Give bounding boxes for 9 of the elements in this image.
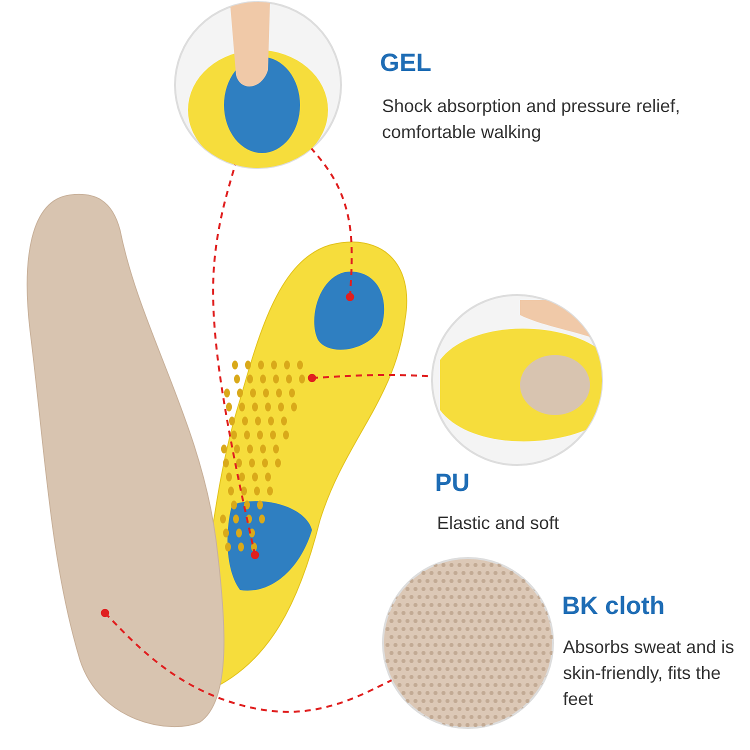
feature-heading: PU	[435, 468, 471, 498]
feature-heading: GEL	[380, 48, 432, 78]
leader-line	[100, 608, 392, 713]
feature-description: Shock absorption and pressure relief, comfortable walking	[382, 95, 682, 144]
leader-line	[310, 148, 354, 302]
feature-heading: BK cloth	[562, 591, 666, 621]
feature-description: Elastic and soft	[437, 512, 560, 535]
leader-line	[212, 164, 260, 560]
feature-description: Absorbs sweat and is skin-friendly, fits the feet	[563, 636, 736, 711]
